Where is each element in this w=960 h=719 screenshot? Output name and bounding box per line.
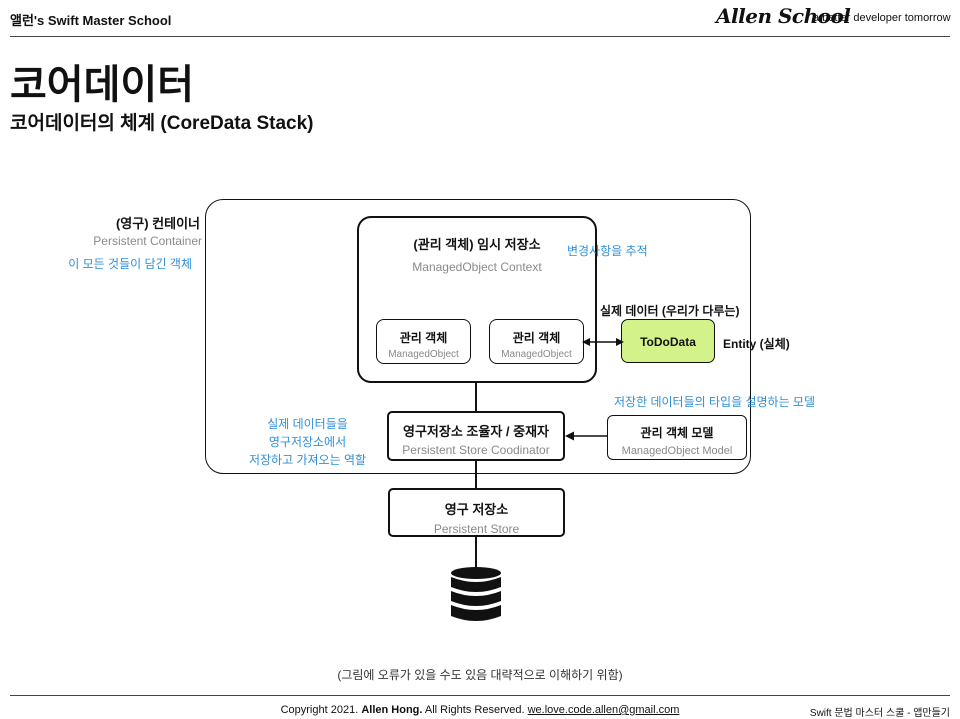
context-note: 변경사항을 추적 <box>567 244 648 258</box>
coordinator-note-line-2: 영구저장소에서 <box>268 435 347 449</box>
context-label-en: ManagedObject Context <box>412 260 542 274</box>
coordinator-note-line-1: 실제 데이터들을 <box>267 417 348 431</box>
header-divider <box>10 36 950 37</box>
coordinator-label-en: Persistent Store Coodinator <box>402 443 550 457</box>
connector-context-coordinator <box>475 382 477 412</box>
managed-object-1-label-kr: 관리 객체 <box>399 331 448 345</box>
coordinator-note-line-3: 저장하고 가져오는 역할 <box>248 453 367 467</box>
author-email-link[interactable]: we.love.code.allen@gmail.com <box>527 704 680 716</box>
arrow-left-icon <box>565 431 608 441</box>
coordinator-note: 실제 데이터들을 영구저장소에서 저장하고 가져오는 역할 <box>230 415 385 469</box>
diagram-disclaimer: (그림에 오류가 있을 수도 있음 대략적으로 이해하기 위함) <box>337 668 623 682</box>
model-label-en: ManagedObject Model <box>621 445 733 457</box>
managed-object-box-2: 관리 객체 ManagedObject <box>489 319 584 364</box>
entity-todo-data-box: ToDoData <box>621 319 715 363</box>
managed-object-1-label-en: ManagedObject <box>388 349 459 360</box>
container-label-kr: (영구) 컨테이너 <box>115 216 200 231</box>
managed-object-box-1: 관리 객체 ManagedObject <box>376 319 471 364</box>
footer-divider <box>10 695 950 696</box>
copyright-text: Copyright 2021. <box>280 704 359 716</box>
page-title: 코어데이터 <box>10 63 194 107</box>
container-label-en: Persistent Container <box>93 234 202 248</box>
course-name: Swift 문법 마스터 스쿨 - 앱만들기 <box>809 708 950 719</box>
school-name: 앨런's Swift Master School <box>10 13 172 28</box>
database-icon <box>451 567 501 621</box>
footer-copyright: Copyright 2021. Allen Hong. All Rights R… <box>0 704 960 716</box>
entity-right-label: Entity (실체) <box>723 337 790 351</box>
entity-above-label: 실제 데이터 (우리가 다루는) <box>600 304 740 318</box>
model-note: 저장한 데이터들의 타입을 설명하는 모델 <box>614 395 816 409</box>
store-label-kr: 영구 저장소 <box>444 502 509 517</box>
context-label-kr: (관리 객체) 임시 저장소 <box>413 237 541 252</box>
allen-school-logo: Allen School <box>716 4 851 28</box>
container-note: 이 모든 것들이 담긴 객체 <box>68 257 192 271</box>
entity-label: ToDoData <box>640 335 696 349</box>
model-label-kr: 관리 객체 모델 <box>640 426 714 440</box>
managed-object-2-label-kr: 관리 객체 <box>512 331 561 345</box>
persistent-store-box: 영구 저장소 Persistent Store <box>388 488 565 537</box>
tagline: a better developer tomorrow <box>813 12 951 24</box>
managed-object-2-label-en: ManagedObject <box>501 349 572 360</box>
persistent-store-coordinator-box: 영구저장소 조율자 / 중재자 Persistent Store Coodina… <box>387 411 565 461</box>
double-arrow-icon <box>582 338 624 346</box>
store-label-en: Persistent Store <box>433 522 520 536</box>
managed-object-model-box: 관리 객체 모델 ManagedObject Model <box>607 415 747 460</box>
connector-coordinator-store <box>475 460 477 489</box>
page-subtitle: 코어데이터의 체계 (CoreData Stack) <box>10 113 314 134</box>
connector-store-database <box>475 536 477 574</box>
coordinator-label-kr: 영구저장소 조율자 / 중재자 <box>402 424 549 439</box>
author-name: Allen Hong. <box>361 704 423 716</box>
rights-text: All Rights Reserved. <box>424 704 525 716</box>
